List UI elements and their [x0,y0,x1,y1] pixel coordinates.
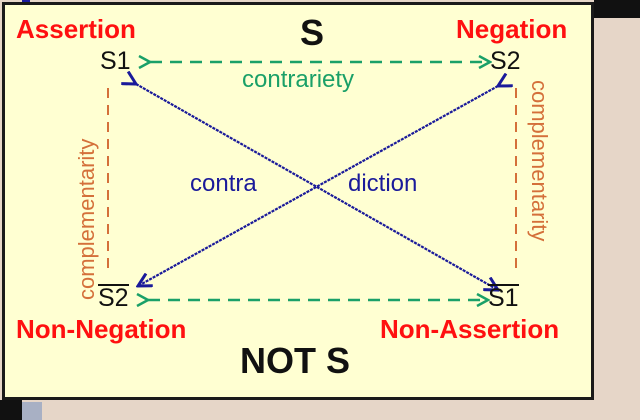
contradiction-arrow-2 [138,86,498,286]
symbol-not-s1: S1 [488,284,519,312]
relation-label-contrariety: contrariety [242,66,355,93]
decorative-mark [22,0,30,2]
symbol-s2: S2 [490,47,521,75]
title-not-s: NOT S [240,340,351,381]
corner-label-non-negation: Non-Negation [16,314,187,344]
corner-label-assertion: Assertion [16,14,136,44]
corner-label-negation: Negation [456,14,568,44]
relation-label-diction: diction [348,170,418,197]
symbol-not-s2: S2 [98,284,129,312]
frame-shadow [22,402,42,420]
relation-label-complementarity-right: complementarity [527,80,552,242]
relation-label-contra: contra [190,170,257,197]
frame-shadow [0,400,22,420]
title-s: S [300,12,325,53]
frame-shadow [594,0,640,18]
symbol-s1: S1 [100,47,131,75]
corner-label-non-assertion: Non-Assertion [380,314,560,344]
relation-label-complementarity-left: complementarity [74,138,99,300]
